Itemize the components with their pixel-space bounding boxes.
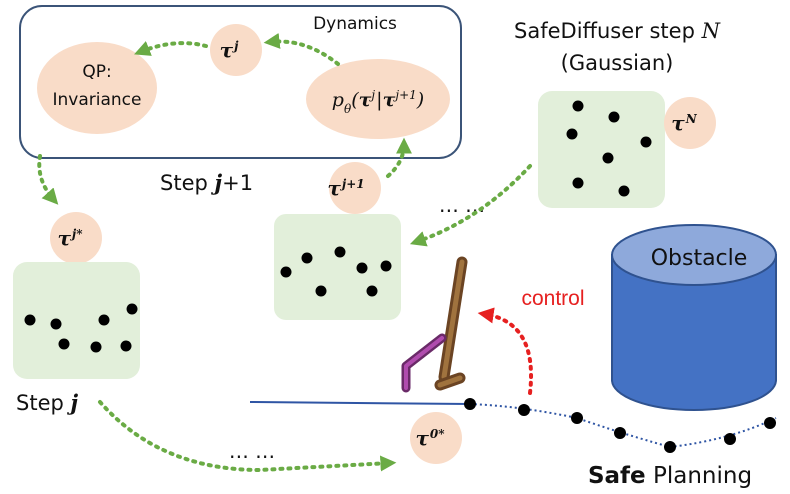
arrow-gaussian-to-stepj1	[409, 164, 532, 247]
path-dot-5	[724, 433, 736, 445]
step-j1-dot-2	[334, 246, 346, 258]
step-j1-dot-6	[315, 285, 327, 297]
p-theta-node	[306, 59, 450, 139]
path-dots	[518, 404, 776, 453]
obstacle-label: Obstacle	[651, 246, 748, 271]
gaussian-panel-dots	[566, 100, 652, 197]
obstacle-cylinder	[611, 224, 777, 411]
path-start-dot	[464, 398, 476, 410]
step-j-panel	[13, 262, 140, 379]
arrow-tauj1-to-ptheta	[386, 137, 412, 178]
step-j-dot-1	[126, 303, 138, 315]
p-theta-label: pθ(τj|τj+1)	[332, 88, 424, 116]
step-j1-panel-dots	[280, 246, 392, 297]
gaussian-dot-2	[608, 111, 620, 123]
dynamics-label: Dynamics	[313, 14, 397, 34]
tau-jstar-bubble	[50, 212, 102, 264]
step-j-dot-7	[90, 341, 102, 353]
step-j-dot-6	[58, 338, 70, 350]
step-j1-dot-4	[356, 262, 368, 274]
safediffuser-step-label: SafeDiffuser step N	[514, 19, 721, 43]
path-solid	[249, 401, 471, 405]
path-dot-1	[518, 404, 530, 416]
tau-j1-bubble	[329, 162, 381, 214]
ellipsis-top: … …	[439, 193, 485, 217]
safe-planning-label: Safe Planning	[588, 463, 752, 489]
step-j-dot-2	[24, 314, 36, 326]
step-j-dot-3	[50, 318, 62, 330]
path-dot-4	[664, 441, 676, 453]
gaussian-dot-6	[572, 177, 584, 189]
step-j1-dot-7	[366, 285, 378, 297]
step-j-dot-5	[120, 340, 132, 352]
step-j1-dot-1	[301, 252, 313, 264]
arrow-stepj-to-tau0	[98, 400, 397, 473]
control-arrow	[477, 307, 533, 395]
invariance-label: Invariance	[53, 90, 142, 110]
gaussian-dot-7	[618, 185, 630, 197]
robot-hopper	[401, 256, 468, 393]
qp-invariance-node	[37, 42, 157, 134]
gaussian-dot-5	[602, 152, 614, 164]
ellipsis-bottom: … …	[229, 439, 275, 463]
step-j-dot-4	[98, 314, 110, 326]
tau-j-bubble	[210, 24, 262, 76]
step-j1-dot-3	[280, 266, 292, 278]
step-j1-dot-5	[380, 260, 392, 272]
path-dot-2	[571, 412, 583, 424]
arrow-ptheta-to-tauj	[263, 32, 340, 66]
tau-j1-label: τj+1	[327, 176, 364, 200]
step-j-panel-dots	[24, 303, 138, 353]
tau-jstar-label: τj*	[57, 226, 83, 250]
step-j-label: Step j	[16, 390, 79, 415]
qp-label: QP:	[82, 62, 111, 82]
tau-N-label: τN	[671, 111, 697, 135]
control-label: control	[521, 287, 584, 310]
tau-j-label: τj	[220, 38, 239, 62]
tau-N-bubble	[664, 97, 716, 149]
step-j1-label: Step j+1	[160, 170, 253, 195]
gaussian-panel	[538, 91, 665, 208]
arrow-qp-to-taujstar	[37, 154, 59, 205]
gaussian-dot-4	[640, 136, 652, 148]
gaussian-dot-1	[572, 100, 584, 112]
tau-0star-bubble	[410, 412, 462, 464]
gaussian-label: (Gaussian)	[561, 51, 674, 75]
arrow-tauj-to-qp	[134, 41, 208, 56]
tau-0star-label: τ0*	[415, 426, 445, 450]
path-dot-3	[614, 427, 626, 439]
path-dot-6	[764, 417, 776, 429]
gaussian-dot-3	[566, 128, 578, 140]
